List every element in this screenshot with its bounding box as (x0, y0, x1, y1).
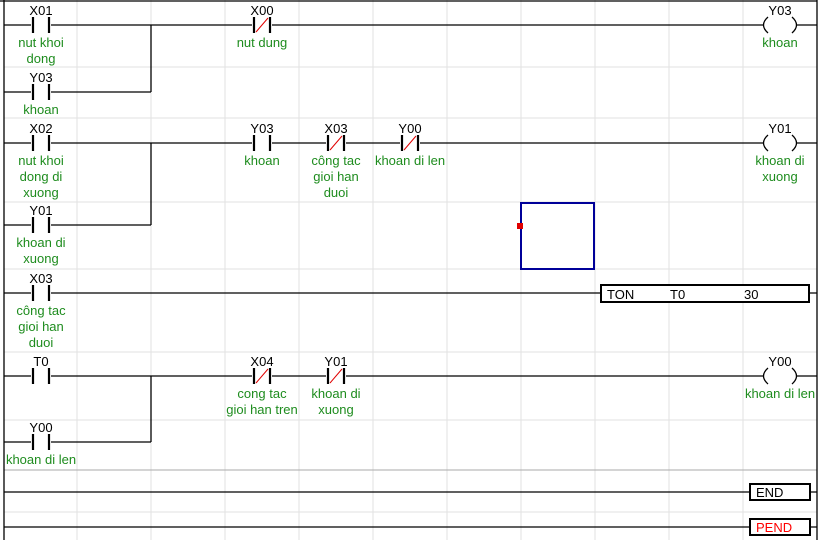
no-contact[interactable]: Y03 khoan (23, 70, 58, 117)
device-address: Y00 (29, 420, 52, 435)
nc-slash (255, 17, 269, 33)
coil-left-arc (762, 367, 769, 385)
instruction-op: TON (607, 287, 634, 302)
nc-slash (329, 368, 343, 384)
device-comment: công tac (16, 303, 66, 318)
device-comment: dong di (20, 169, 63, 184)
device-comment: duoi (29, 335, 54, 350)
instruction-box (749, 483, 811, 501)
device-comment: gioi han (313, 169, 359, 184)
contact-gap (31, 23, 51, 27)
instruction-box (600, 284, 810, 303)
coil-gap (764, 141, 796, 145)
output-coil[interactable]: Y03 khoan (762, 3, 797, 50)
device-comment: khoan (244, 153, 279, 168)
device-comment: duoi (324, 185, 349, 200)
device-comment: khoan di len (375, 153, 445, 168)
contact-gap (252, 141, 272, 145)
device-comment: nut khoi (18, 153, 64, 168)
cell-cursor[interactable] (520, 202, 595, 270)
device-address: Y01 (29, 203, 52, 218)
device-comment: nut dung (237, 35, 288, 50)
pend-instruction[interactable]: PEND (749, 518, 811, 536)
device-address: Y01 (324, 354, 347, 369)
coil-right-arc (791, 134, 798, 152)
contact-gap (31, 90, 51, 94)
device-address: Y01 (768, 121, 791, 136)
device-comment: khoan di (755, 153, 804, 168)
no-contact[interactable]: T0 (31, 354, 51, 384)
device-comment: khoan (23, 102, 58, 117)
device-comment: khoan di len (745, 386, 815, 401)
device-comment: xuong (762, 169, 797, 184)
device-comment: khoan di len (6, 452, 76, 467)
contact-gap (31, 374, 51, 378)
instruction-op: END (756, 485, 783, 500)
ton-instruction[interactable]: TON T0 30 (600, 284, 810, 303)
device-comment: xuong (318, 402, 353, 417)
no-contact[interactable]: Y03 khoan (244, 121, 279, 168)
grid (4, 0, 817, 540)
device-comment: công tac (311, 153, 361, 168)
device-comment: khoan di (311, 386, 360, 401)
device-address: Y03 (250, 121, 273, 136)
device-comment: khoan di (16, 235, 65, 250)
coil-left-arc (762, 16, 769, 34)
nc-slash (255, 368, 269, 384)
nc-contact[interactable]: X00 nut dung (237, 3, 288, 50)
cursor-marker (517, 223, 523, 229)
device-comment: cong tac (237, 386, 287, 401)
device-address: Y03 (29, 70, 52, 85)
coil-right-arc (791, 16, 798, 34)
device-comment: xuong (23, 185, 58, 200)
nc-contact[interactable]: Y00 khoan di len (375, 121, 445, 168)
coil-gap (764, 23, 796, 27)
device-comment: nut khoi (18, 35, 64, 50)
end-instruction[interactable]: END (749, 483, 811, 501)
contact-gap (31, 291, 51, 295)
instruction-box (749, 518, 811, 536)
device-address: X03 (29, 271, 52, 286)
device-address: X00 (250, 3, 273, 18)
device-address: X03 (324, 121, 347, 136)
device-address: Y00 (768, 354, 791, 369)
device-address: T0 (33, 354, 48, 369)
contact-gap (31, 440, 51, 444)
no-contact[interactable]: Y00 khoan di len (6, 420, 76, 467)
device-address: Y03 (768, 3, 791, 18)
nc-slash (403, 135, 417, 151)
device-comment: khoan (762, 35, 797, 50)
device-address: X04 (250, 354, 273, 369)
device-comment: gioi han tren (226, 402, 298, 417)
device-comment: gioi han (18, 319, 64, 334)
coil-right-arc (791, 367, 798, 385)
output-coil[interactable]: Y00 khoan di len (745, 354, 815, 401)
coil-left-arc (762, 134, 769, 152)
contact-gap (31, 141, 51, 145)
instruction-op: PEND (756, 520, 792, 535)
nc-slash (329, 135, 343, 151)
device-comment: xuong (23, 251, 58, 266)
device-comment: dong (27, 51, 56, 66)
coil-gap (764, 374, 796, 378)
device-address: X01 (29, 3, 52, 18)
instruction-operand: T0 (670, 287, 685, 302)
device-address: X02 (29, 121, 52, 136)
contact-gap (31, 223, 51, 227)
instruction-operand: 30 (744, 287, 758, 302)
device-address: Y00 (398, 121, 421, 136)
